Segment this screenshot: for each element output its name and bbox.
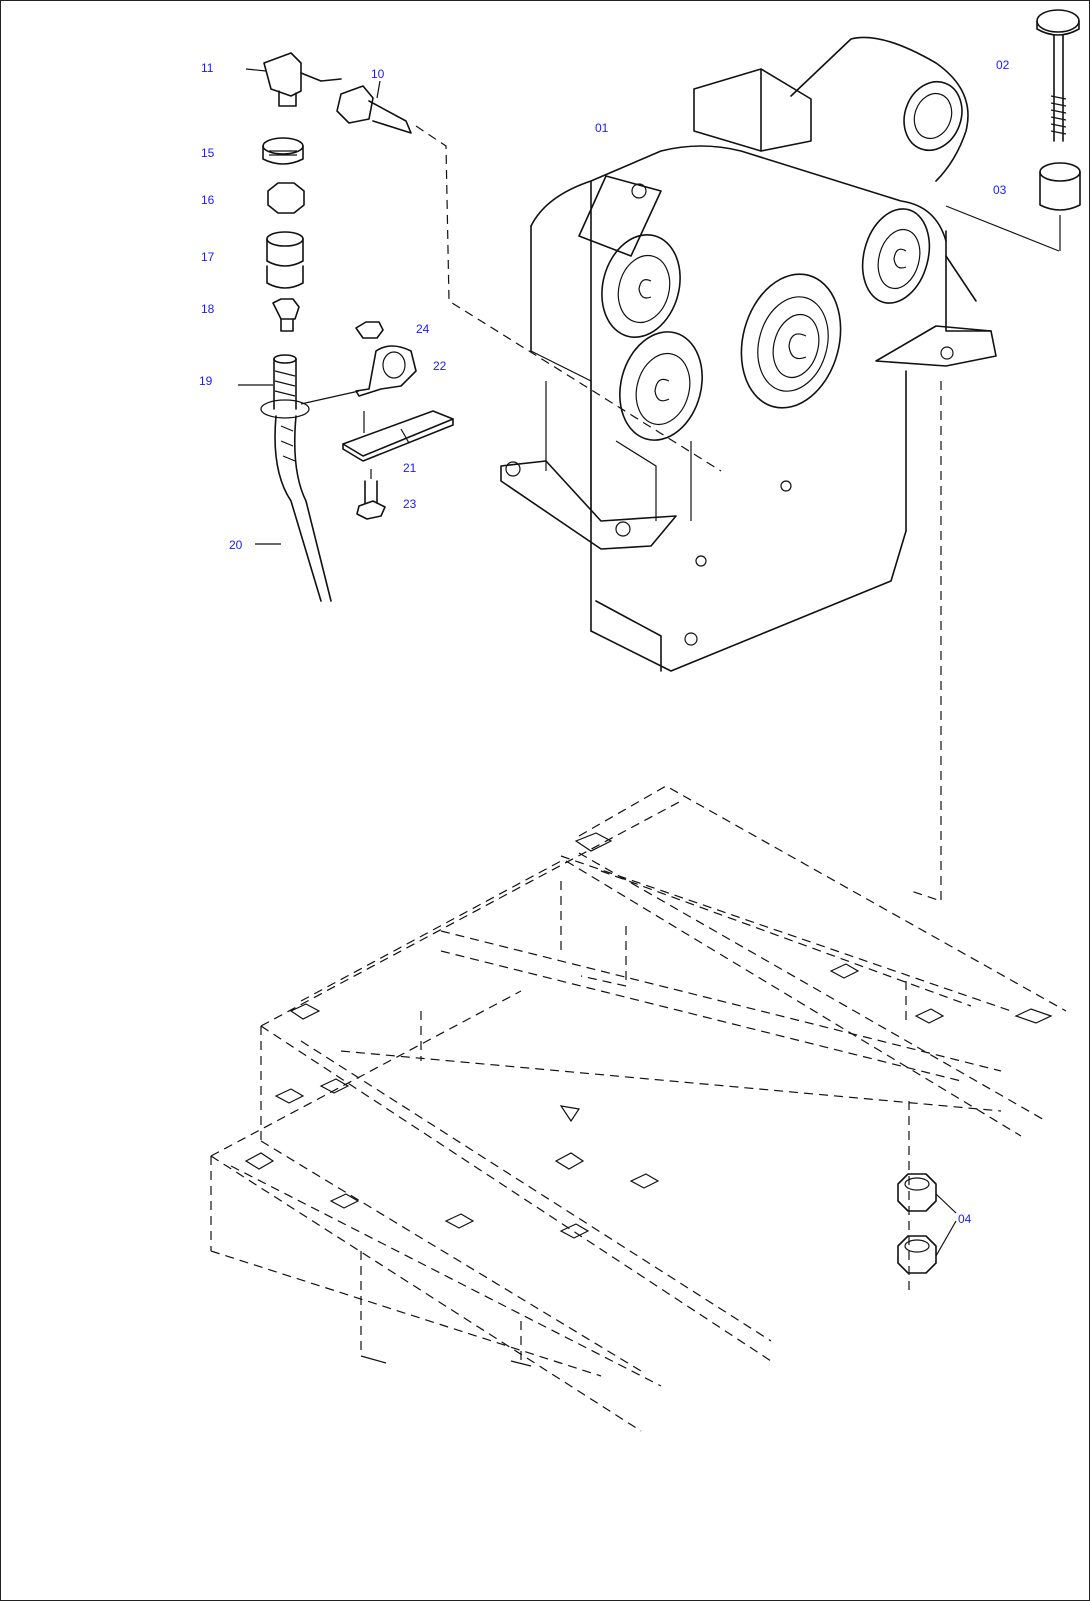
spacer-03	[1039, 162, 1081, 251]
machine-frame	[210, 785, 1067, 1432]
gearbox-housing	[500, 36, 1060, 672]
callout-19: 19	[199, 374, 213, 388]
mount-bolt-02	[1036, 9, 1080, 142]
callout-22: 22	[433, 359, 447, 373]
callout-15: 15	[201, 146, 215, 160]
callout-11: 11	[201, 61, 214, 75]
callout-03: 03	[993, 183, 1007, 197]
callout-17: 17	[201, 250, 215, 264]
callout-10: 10	[371, 67, 385, 81]
callout-01: 01	[595, 121, 609, 135]
callout-20: 20	[229, 538, 243, 552]
nuts-04	[897, 1173, 957, 1274]
centerline-bolt-to-frame	[910, 381, 942, 902]
centerline-fitting-to-housing	[415, 125, 722, 472]
callout-16: 16	[201, 193, 215, 207]
callout-24: 24	[416, 322, 430, 336]
cable-fitting-parts	[238, 52, 454, 602]
callout-18: 18	[201, 302, 215, 316]
callout-23: 23	[403, 497, 417, 511]
callout-04: 04	[958, 1212, 972, 1226]
callout-02: 02	[996, 58, 1010, 72]
callout-21: 21	[403, 461, 417, 475]
